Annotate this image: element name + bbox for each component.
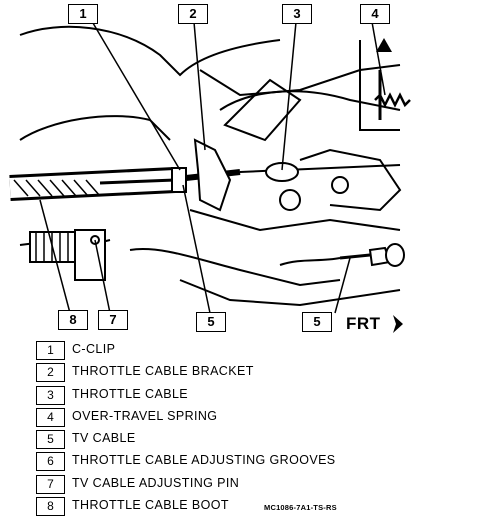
leader-8 xyxy=(39,199,71,314)
legend-row: 7 TV CABLE ADJUSTING PIN xyxy=(36,474,456,496)
legend-label: C-CLIP xyxy=(72,342,116,356)
leader-7 xyxy=(94,239,111,314)
leader-6 xyxy=(182,184,211,314)
legend-row: 8 THROTTLE CABLE BOOT xyxy=(36,496,456,518)
legend-number: 7 xyxy=(36,474,65,494)
legend-label: OVER-TRAVEL SPRING xyxy=(72,408,218,423)
callout-8: 8 xyxy=(58,310,88,330)
cable-illustration xyxy=(9,17,411,314)
legend-row: 6 THROTTLE CABLE ADJUSTING GROOVES xyxy=(36,451,456,473)
leader-5b xyxy=(334,257,351,314)
callout-3: 3 xyxy=(282,4,312,24)
front-label: FRT xyxy=(346,314,381,333)
leader-2 xyxy=(193,21,206,151)
legend-number: 4 xyxy=(36,407,65,427)
front-arrow-icon xyxy=(393,315,403,333)
leader-1 xyxy=(89,17,181,171)
throttle-cable-wire xyxy=(239,164,401,173)
figure-code: MC1086-7A1-TS-RS xyxy=(264,503,337,512)
leader-3 xyxy=(281,21,297,171)
legend-number: 8 xyxy=(36,497,65,517)
legend-label: TV CABLE xyxy=(72,431,136,446)
callout-2: 2 xyxy=(178,4,208,24)
engine-outline xyxy=(19,25,281,77)
callout-5a: 5 xyxy=(196,312,226,332)
legend-number: 6 xyxy=(36,452,65,472)
legend-row: 2 THROTTLE CABLE BRACKET xyxy=(36,362,456,384)
legend-label: THROTTLE CABLE xyxy=(72,386,189,401)
throttle-cable-bracket xyxy=(193,138,232,212)
callout-7: 7 xyxy=(98,310,128,330)
bracket-plate xyxy=(223,78,302,142)
callout-4: 4 xyxy=(360,4,390,24)
legend-row: 5 TV CABLE xyxy=(36,429,456,451)
legend-label: TV CABLE ADJUSTING PIN xyxy=(72,475,240,490)
legend-label: THROTTLE CABLE ADJUSTING GROOVES xyxy=(72,453,336,468)
tv-cable-adjuster xyxy=(74,229,106,281)
parts-legend: 1 C-CLIP 2 THROTTLE CABLE BRACKET 3 THRO… xyxy=(36,340,456,518)
legend-number: 2 xyxy=(36,363,65,383)
cable-diagram: 1 2 3 4 5 5 7 8 FRT xyxy=(9,4,411,333)
callout-1: 1 xyxy=(68,4,98,24)
over-travel-spring xyxy=(374,92,411,108)
leader-4 xyxy=(371,21,386,96)
legend-label: THROTTLE CABLE BOOT xyxy=(72,498,229,513)
legend-row: 1 C-CLIP xyxy=(36,340,456,362)
tv-cable-end xyxy=(385,243,405,267)
legend-number: 5 xyxy=(36,430,65,450)
callout-5b: 5 xyxy=(302,312,332,332)
legend-number: 1 xyxy=(36,341,65,360)
legend-label: THROTTLE CABLE BRACKET xyxy=(72,364,254,379)
legend-number: 3 xyxy=(36,385,65,405)
legend-row: 3 THROTTLE CABLE xyxy=(36,385,456,407)
legend-row: 4 OVER-TRAVEL SPRING xyxy=(36,407,456,429)
arrow-head xyxy=(376,38,392,52)
